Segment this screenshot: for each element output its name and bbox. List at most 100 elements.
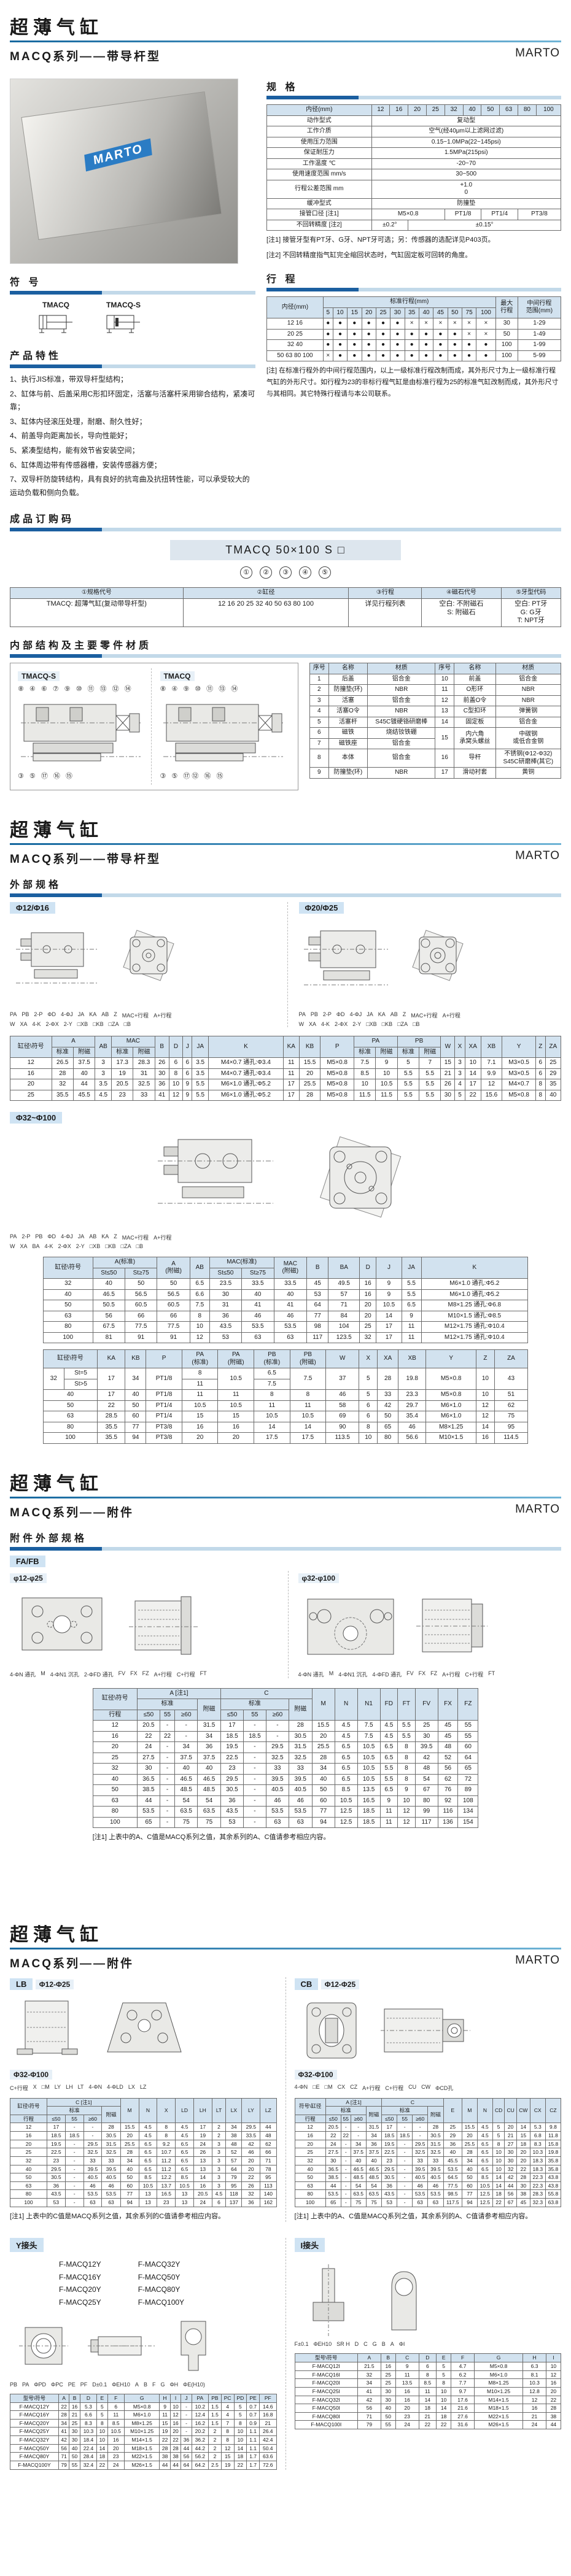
table-cell: 18 — [233, 2452, 247, 2461]
table-cell: 21.6 — [451, 2404, 475, 2413]
table-header-cell: Z — [535, 1036, 546, 1059]
table-cell: 10.5 — [181, 1400, 219, 1412]
table-cell: 40 — [92, 1773, 138, 1786]
table-cell: - — [64, 2164, 84, 2174]
table-cell: 15.6 — [480, 1089, 503, 1101]
table-cell: 12 — [220, 2443, 235, 2453]
list-item: 4-ΦN1 沉孔 — [50, 1671, 79, 1678]
bore-range-label: φ32-φ100 — [298, 1573, 340, 1583]
table-cell: 75 — [494, 1411, 529, 1422]
table-cell: 1-29 — [517, 318, 562, 330]
table-cell: 95 — [225, 2181, 243, 2191]
section-bar — [266, 288, 561, 292]
list-item: 2-ΦX — [45, 1021, 59, 1028]
table-cell: 6.5 — [476, 2164, 493, 2174]
table-cell: 11.5 — [375, 1089, 398, 1101]
table-header-cell: 16 — [389, 104, 409, 116]
table-cell: 134 — [457, 1806, 479, 1818]
table-cell: - — [243, 1773, 266, 1786]
table-header-cell: MAC(标准) — [209, 1257, 274, 1268]
table-cell: 18.5 — [357, 1806, 381, 1818]
table-cell: 19 — [159, 2427, 171, 2437]
table-cell: 50 — [42, 1400, 98, 1412]
table-cell: 0.15~1.0MPa(22~145psi) — [371, 136, 562, 148]
table-cell: 57 — [328, 1289, 360, 1301]
table-cell: 43.5 — [381, 2189, 398, 2199]
table-cell: 50 — [120, 2173, 139, 2182]
list-item: MAC+行程 — [411, 1012, 438, 1019]
table-cell: 50 — [10, 2173, 47, 2182]
table-cell: 35.8 — [545, 2164, 562, 2174]
table-cell: 38 — [545, 2412, 562, 2421]
list-item: 6、缸体周边带有传感器槽，安装传感器方便； — [10, 460, 161, 469]
table-cell: 42 — [357, 2395, 381, 2405]
table-header-cell: FT — [397, 1687, 416, 1721]
table-cell: 56 — [181, 2452, 192, 2461]
table-cell: 48.5 — [350, 2173, 367, 2182]
table-cell: 5 — [359, 1389, 378, 1401]
list-item: FZ — [142, 1670, 149, 1676]
table-cell: 13 — [138, 2189, 158, 2199]
table-cell: 32.5 — [83, 2148, 103, 2157]
table-cell: 7.5 — [189, 1300, 210, 1311]
side-view-drawing-large — [150, 1127, 279, 1232]
table-cell: 7.7 — [451, 2378, 475, 2388]
table-header-cell: E — [436, 2353, 452, 2363]
table-header-cell: JA — [192, 1036, 209, 1059]
table-cell: F-MACQ100I — [294, 2420, 358, 2430]
table-cell: 30 — [504, 2156, 517, 2165]
table-cell: 9 — [159, 2402, 171, 2412]
table-cell: 16 — [294, 2131, 326, 2140]
table-cell: 53.5 — [273, 1321, 308, 1333]
table-cell: 20.2 — [191, 2427, 209, 2437]
table-cell: 10.3 — [79, 2427, 98, 2437]
table-cell: 35 — [545, 1079, 562, 1090]
table-header-cell: ⑤牙型代码 — [500, 587, 562, 599]
table-cell: 50.4 — [259, 2443, 277, 2453]
cutaway-drawing — [18, 695, 144, 769]
table-cell: 43.5 — [46, 2189, 66, 2199]
table-cell: 13.7 — [157, 2181, 176, 2191]
table-header-cell: XA — [464, 1036, 481, 1059]
list-item: Z — [402, 1011, 406, 1018]
table-cell: 36.2 — [191, 2435, 209, 2445]
table-cell: - — [64, 2173, 84, 2182]
table-cell: M22×1.5 — [123, 2452, 160, 2461]
table-cell: 10.7 — [157, 2148, 176, 2157]
table-cell: 16 — [545, 2378, 562, 2388]
table-header-cell: N — [138, 2097, 158, 2124]
table-cell: 17 — [435, 767, 455, 779]
table-cell: 16.8 — [259, 2410, 277, 2420]
table-header-cell: P — [146, 1349, 182, 1369]
table-cell: 29.5 — [83, 2139, 103, 2149]
table-cell: 17 — [97, 1368, 126, 1390]
table-cell: M26×1.5 — [123, 2460, 160, 2470]
table-cell: 固定板 — [454, 716, 496, 728]
table-cell: 34 — [350, 2139, 367, 2149]
table-cell: 46.5 — [350, 2164, 367, 2174]
table-header-cell: B — [306, 1257, 329, 1279]
table-cell: 50 — [377, 1411, 399, 1422]
table-cell: 78 — [260, 2164, 277, 2174]
table-cell: 51 — [494, 1389, 529, 1401]
table-cell: 22.3 — [529, 2181, 546, 2191]
table-cell: 6.3 — [522, 2362, 546, 2371]
table-cell: 15 — [220, 2452, 235, 2461]
table-cell: 6.8 — [529, 2131, 546, 2140]
list-item: □E — [313, 2083, 320, 2090]
table-cell: 60.5 — [157, 1300, 190, 1311]
table-cell: 98.5 — [443, 2189, 462, 2199]
table-cell: 20 — [92, 1741, 138, 1753]
table-cell: 23 — [111, 1089, 134, 1101]
list-item: PE — [68, 2381, 76, 2388]
table-cell: 5 — [233, 2402, 247, 2412]
table-cell: 20 — [516, 2148, 530, 2157]
table-cell: 39.5 — [101, 2164, 121, 2174]
table-cell: 1.7 — [246, 2452, 260, 2461]
table-header-cell: 20 — [408, 104, 427, 116]
table-cell: 55 — [457, 1720, 479, 1732]
table-cell: 46 — [101, 2181, 121, 2191]
